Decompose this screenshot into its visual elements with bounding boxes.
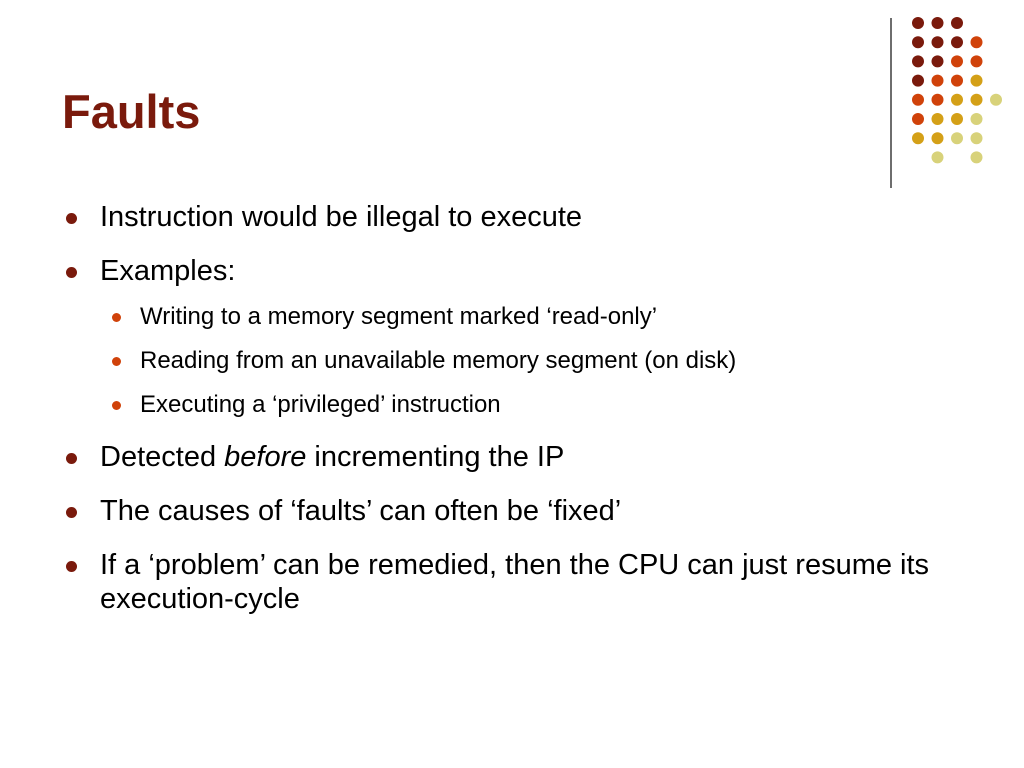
- decorative-dot: [931, 36, 944, 49]
- decorative-dot: [912, 36, 924, 49]
- decorative-dot: [931, 17, 944, 29]
- bullet-item: Detected before incrementing the IP: [66, 440, 980, 474]
- sub-bullet-text: Executing a ‘privileged’ instruction: [140, 391, 501, 418]
- sub-bullet-list: Writing to a memory segment marked ‘read…: [100, 302, 980, 420]
- decorative-dot: [931, 151, 944, 164]
- decorative-dot: [931, 55, 944, 68]
- decorative-dot: [912, 55, 924, 68]
- decorative-dot: [931, 113, 944, 125]
- decorative-dot: [951, 93, 963, 106]
- bullet-text-after: incrementing the IP: [306, 441, 565, 473]
- decorative-dot: [951, 132, 963, 145]
- decorative-dot: [990, 93, 1002, 106]
- decorative-dot: [970, 151, 983, 164]
- decorative-dot: [951, 17, 963, 29]
- bullet-list: Instruction would be illegal to execute …: [66, 200, 980, 636]
- decorative-dot: [951, 36, 963, 49]
- decorative-dot: [951, 74, 963, 87]
- decorative-dot: [970, 132, 983, 145]
- sub-bullet-item: Writing to a memory segment marked ‘read…: [112, 302, 980, 332]
- decorative-dot: [931, 74, 944, 87]
- sub-bullet-text: Writing to a memory segment marked ‘read…: [140, 303, 658, 330]
- bullet-text: Detected: [100, 441, 225, 473]
- slide-title: Faults: [62, 85, 201, 138]
- decorative-dot: [970, 93, 983, 106]
- bullet-item: If a ‘problem’ can be remedied, then the…: [66, 548, 980, 616]
- bullet-item: Examples:: [66, 254, 980, 288]
- decorative-dot: [970, 74, 983, 87]
- decorative-dot: [931, 132, 944, 145]
- bullet-text: Instruction would be illegal to execute: [100, 201, 583, 233]
- decorative-dot: [912, 93, 924, 106]
- decorative-dot: [912, 132, 924, 145]
- bullet-text: The causes of ‘faults’ can often be ‘fix…: [100, 495, 622, 527]
- decorative-dot: [970, 113, 983, 125]
- decorative-dot: [951, 55, 963, 68]
- bullet-item: Instruction would be illegal to execute: [66, 200, 980, 234]
- sub-bullet-item: Executing a ‘privileged’ instruction: [112, 390, 980, 420]
- sub-bullet-text: Reading from an unavailable memory segme…: [140, 347, 737, 374]
- decorative-dot: [912, 17, 924, 29]
- decorative-dot: [970, 36, 983, 49]
- decorative-dot: [912, 74, 924, 87]
- decorative-dot: [951, 113, 963, 125]
- title-divider-line: [890, 18, 892, 188]
- bullet-item: The causes of ‘faults’ can often be ‘fix…: [66, 494, 980, 528]
- bullet-emphasis: before: [224, 441, 307, 473]
- decorative-dot: [931, 93, 944, 106]
- bullet-text: If a ‘problem’ can be remedied, then the…: [100, 549, 930, 615]
- bullet-text: Examples:: [100, 255, 236, 287]
- decorative-dot: [912, 113, 924, 125]
- decorative-dot-grid: [912, 17, 1002, 164]
- sub-bullet-item: Reading from an unavailable memory segme…: [112, 346, 980, 376]
- decorative-dot: [970, 55, 983, 68]
